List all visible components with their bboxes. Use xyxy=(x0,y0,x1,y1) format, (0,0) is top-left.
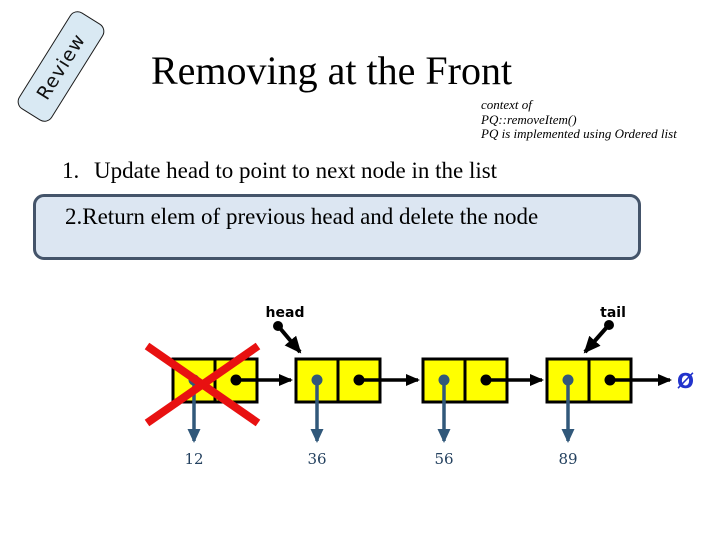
linked-list-diagram: head tail 12 36 56 xyxy=(144,305,694,468)
tail-arrow xyxy=(583,325,609,354)
step-2-highlight-box: 2. Return elem of previous head and dele… xyxy=(33,194,641,260)
step-1-text: Update head to point to next node in the… xyxy=(94,158,498,183)
null-symbol: Ø xyxy=(677,369,694,393)
review-ribbon-label: Review xyxy=(32,29,90,104)
context-line: PQ::removeItem() xyxy=(481,111,577,127)
list-node-2: 36 xyxy=(294,357,420,468)
elem-pointer-dot xyxy=(562,374,574,386)
delete-x-mark xyxy=(144,342,261,427)
step-2-text: Return elem of previous head and delete … xyxy=(82,204,539,229)
head-arrow xyxy=(277,325,302,354)
context-annotation: context of PQ::removeItem() PQ is implem… xyxy=(481,97,677,142)
step-1-number: 1. xyxy=(62,158,80,183)
step-2-number: 2. xyxy=(65,204,83,229)
step-2: 2. Return elem of previous head and dele… xyxy=(65,201,562,233)
list-node-4: 89 xyxy=(545,357,672,468)
node-value: 36 xyxy=(307,450,326,468)
tail-pointer-label: tail xyxy=(600,305,626,321)
node-value: 89 xyxy=(558,450,577,468)
node-value: 56 xyxy=(434,450,453,468)
elem-pointer-dot xyxy=(438,374,450,386)
step-1: 1. Update head to point to next node in … xyxy=(62,158,497,184)
head-pointer-label: head xyxy=(266,305,305,321)
slide-title: Removing at the Front xyxy=(151,48,513,93)
context-line: context of xyxy=(481,97,532,112)
review-ribbon: Review xyxy=(14,7,108,126)
list-node-3: 56 xyxy=(421,357,544,468)
elem-pointer-dot xyxy=(311,374,323,386)
context-line: PQ is implemented using Ordered list xyxy=(481,126,677,142)
node-value: 12 xyxy=(184,450,203,468)
